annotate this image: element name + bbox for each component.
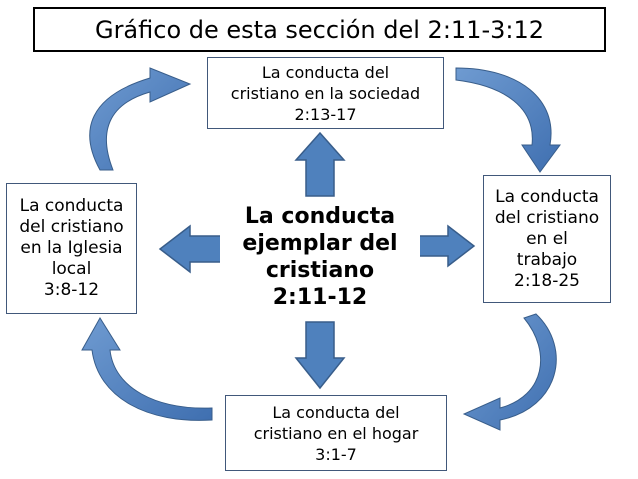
arrow-up [294,131,346,197]
node-line: trabajo [516,249,578,270]
node-line: La conducta [495,186,599,207]
node-line: 3:1-7 [315,444,357,464]
node-line: La conducta [19,196,124,216]
node-home: La conducta del cristiano en el hogar 3:… [225,395,447,471]
node-line: 2:13-17 [294,104,357,124]
curved-arrow-bottom-left [81,317,213,421]
node-line: cristiano en la sociedad [230,83,421,103]
center-line: cristiano [265,258,375,283]
node-line: en la Iglesia [20,238,123,258]
curved-arrow-top-right [455,67,561,173]
node-line: local [51,259,92,279]
arrow-left [158,224,228,274]
center-line: La conducta [244,204,396,229]
diagram-title: Gráfico de esta sección del 2:11-3:12 [33,7,606,52]
node-line: en el [526,228,568,249]
node-work: La conducta del cristiano en el trabajo … [483,175,611,303]
node-society: La conducta del cristiano en la sociedad… [207,57,444,129]
curved-arrow-bottom-right [462,313,557,431]
node-line: 3:8-12 [43,280,100,300]
center-node: La conducta ejemplar del cristiano 2:11-… [220,200,420,314]
node-line: La conducta del [261,62,390,82]
node-line: del cristiano [19,217,124,237]
center-line: 2:11-12 [272,285,368,310]
curved-arrow-top-left [89,67,192,171]
node-line: 2:18-25 [514,270,580,291]
center-line: ejemplar del [242,231,398,256]
diagram-title-text: Gráfico de esta sección del 2:11-3:12 [94,15,545,44]
node-church: La conducta del cristiano en la Iglesia … [6,183,137,314]
node-line: cristiano en el hogar [253,423,419,443]
node-line: del cristiano [494,207,600,228]
node-line: La conducta del [272,402,400,422]
arrow-down [294,321,346,390]
